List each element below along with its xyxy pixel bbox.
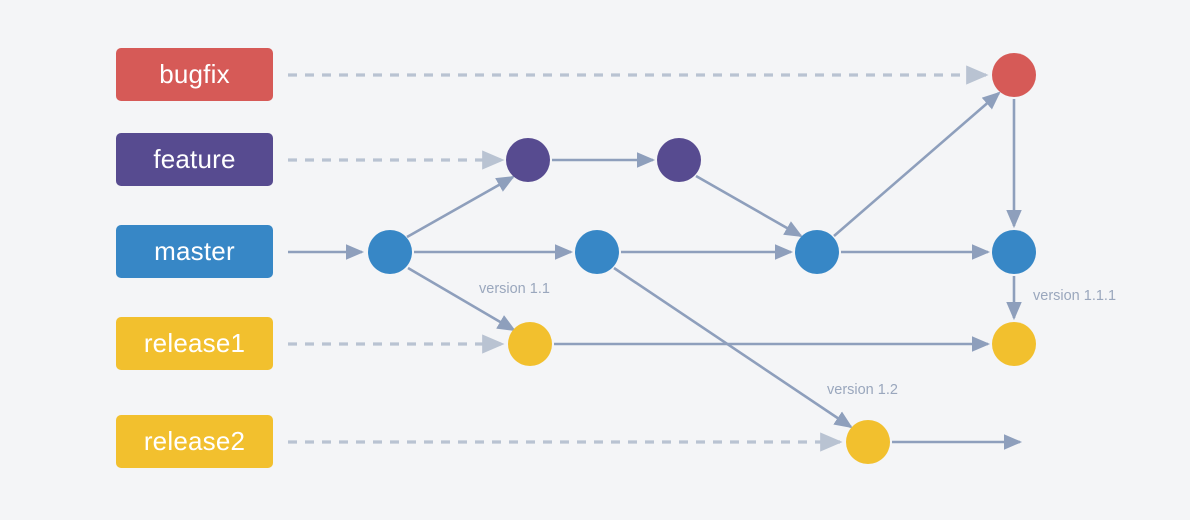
note-version-111: version 1.1.1 <box>1033 288 1117 304</box>
commit-node-m1[interactable] <box>368 230 412 274</box>
note-version-11: version 1.1 <box>479 281 550 297</box>
branch-label-release1[interactable]: release1 <box>116 317 273 370</box>
branch-label-bugfix[interactable]: bugfix <box>116 48 273 101</box>
commit-node-m4[interactable] <box>992 230 1036 274</box>
edge-e-m1-r11 <box>407 266 516 332</box>
edge-layer <box>288 65 1023 452</box>
commit-node-m3[interactable] <box>795 230 839 274</box>
edge-e-m3-b1 <box>833 91 1001 237</box>
commit-node-m2[interactable] <box>575 230 619 274</box>
commit-node-f2[interactable] <box>657 138 701 182</box>
branch-label-release2[interactable]: release2 <box>116 415 273 468</box>
branch-label-feature[interactable]: feature <box>116 133 273 186</box>
commit-node-b1[interactable] <box>992 53 1036 97</box>
edge-e-f2-m3 <box>695 174 803 238</box>
node-layer <box>368 53 1036 464</box>
edge-e-m2-r21 <box>613 266 853 429</box>
commit-node-r12[interactable] <box>992 322 1036 366</box>
edge-e-m1-f1 <box>406 175 515 239</box>
commit-node-r21[interactable] <box>846 420 890 464</box>
branch-label-master[interactable]: master <box>116 225 273 278</box>
note-version-12: version 1.2 <box>827 382 898 398</box>
commit-node-f1[interactable] <box>506 138 550 182</box>
commit-node-r11[interactable] <box>508 322 552 366</box>
